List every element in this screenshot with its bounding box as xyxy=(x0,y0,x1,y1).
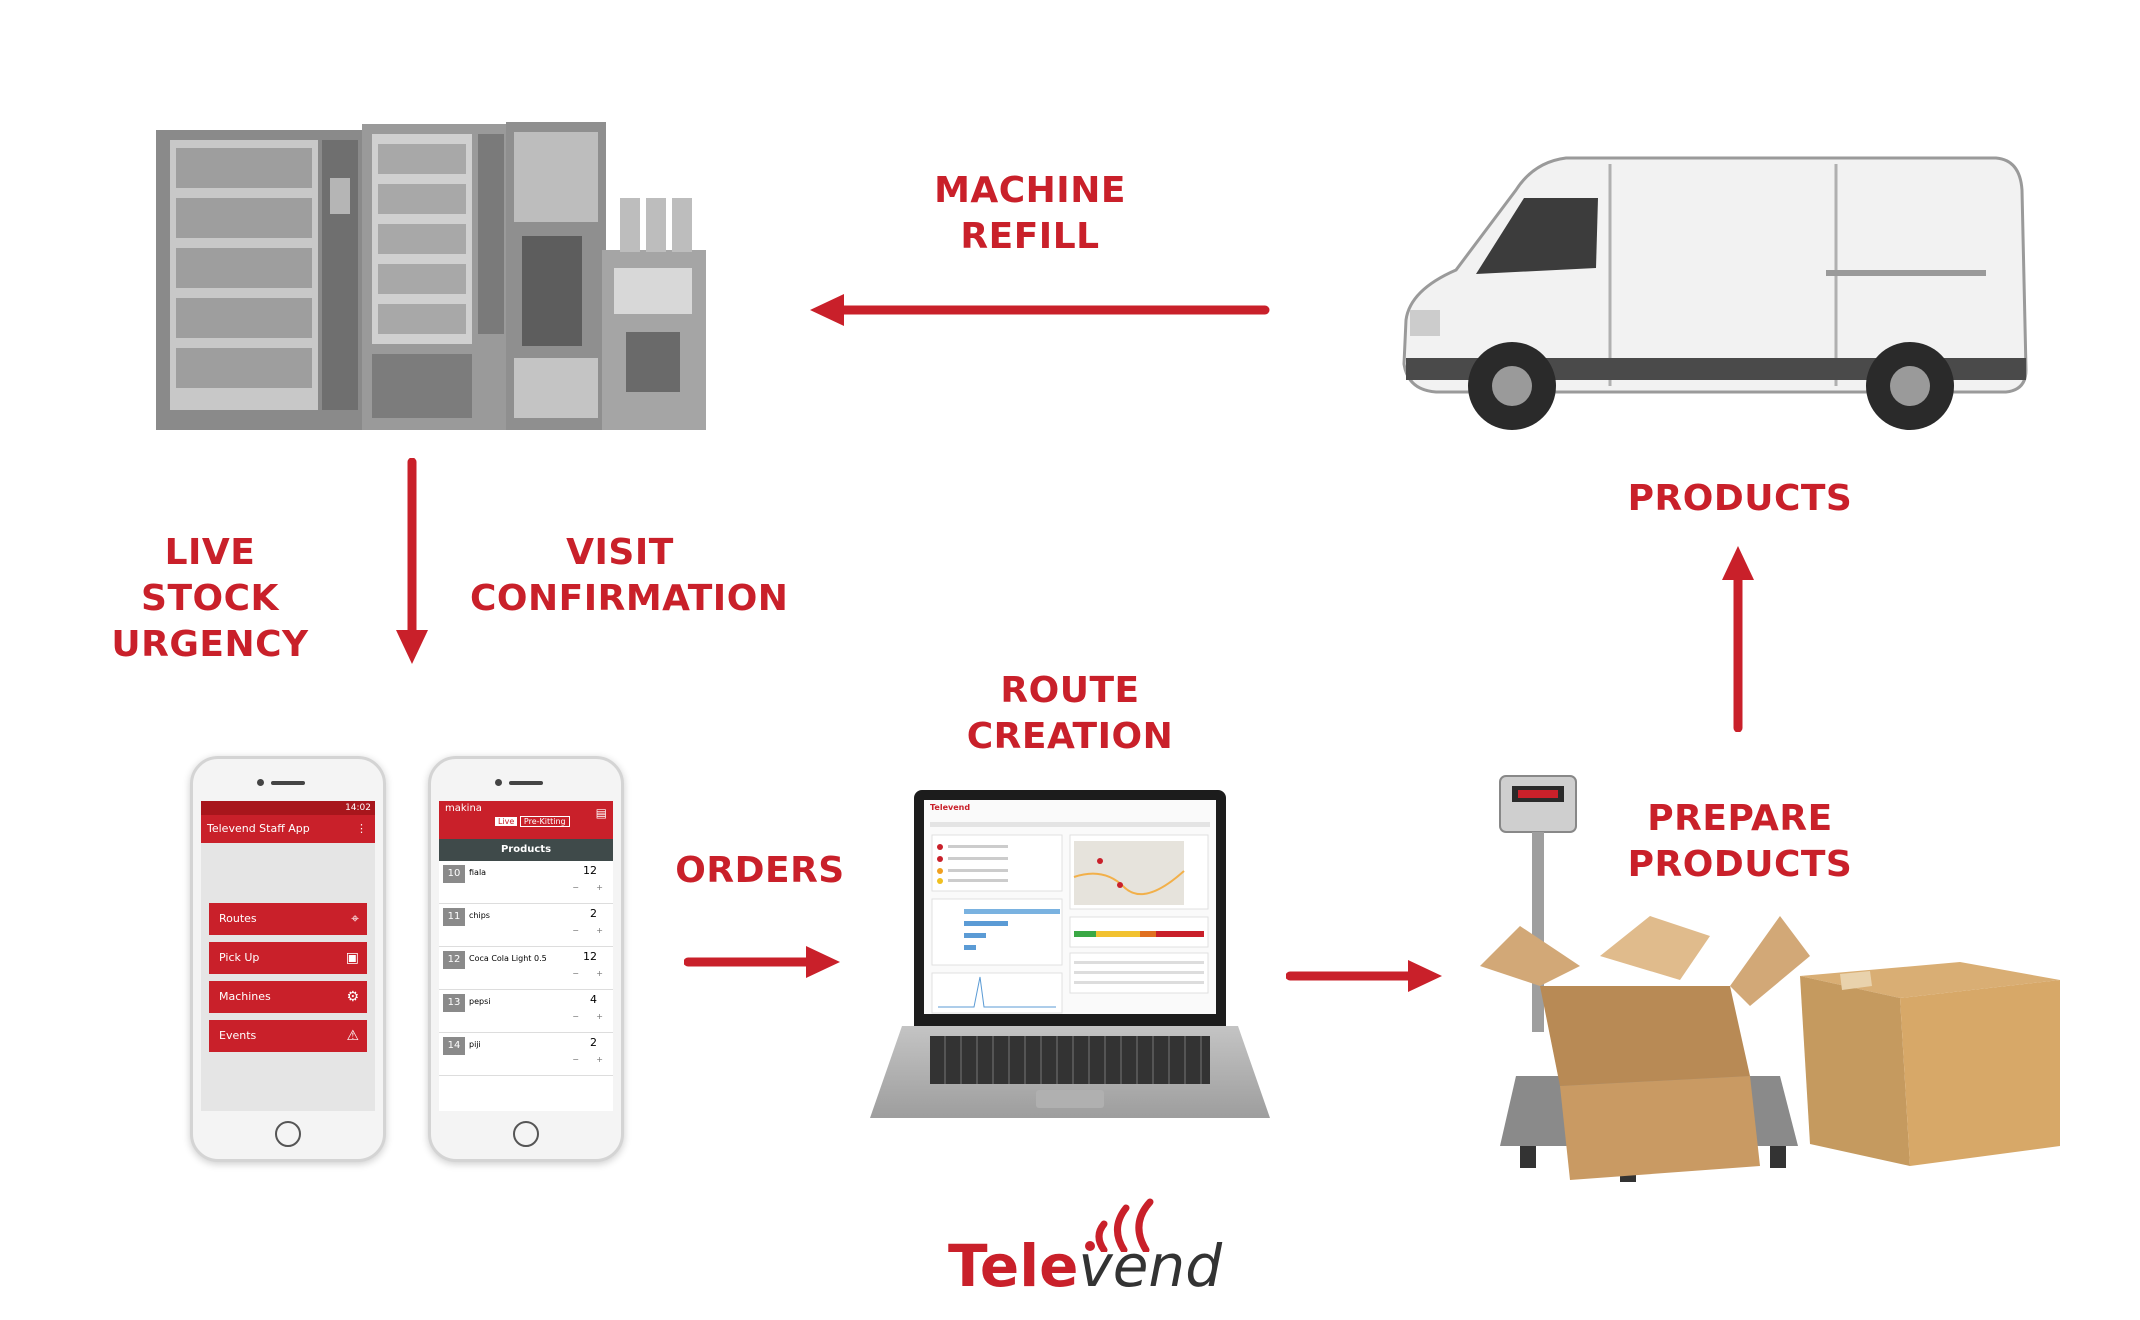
menu-events-button[interactable]: Events ⚠ xyxy=(209,1020,367,1052)
label-products: PRODUCTS xyxy=(1627,478,1853,519)
home-button[interactable] xyxy=(513,1121,539,1147)
app-bar: makina Live Pre-Kitting ▤ xyxy=(439,801,613,839)
televend-logo: Televend xyxy=(948,1234,1222,1298)
phone-camera xyxy=(495,779,502,786)
arrow-machine-refill xyxy=(810,294,1270,326)
phone-staff-app: 14:02 Televend Staff App ⋮ Routes ⌖ Pick… xyxy=(190,756,386,1162)
phone-speaker xyxy=(509,781,543,785)
gears-icon: ⚙ xyxy=(346,989,359,1005)
slot-number: 11 xyxy=(443,908,465,926)
toggle-live[interactable]: Live xyxy=(495,817,518,826)
arrow-up-products xyxy=(1722,546,1754,732)
product-row[interactable]: 11 chips 2 − + xyxy=(439,904,613,947)
arrow-prepare xyxy=(1286,960,1442,992)
phone-screen: 14:02 Televend Staff App ⋮ Routes ⌖ Pick… xyxy=(201,801,375,1111)
slot-number: 10 xyxy=(443,865,465,883)
slot-number: 12 xyxy=(443,951,465,969)
minus-icon[interactable]: − xyxy=(572,926,579,935)
phone-camera xyxy=(257,779,264,786)
warning-icon: ⚠ xyxy=(346,1028,359,1044)
label-prepare-products: PREPARE PRODUCTS xyxy=(1627,798,1853,885)
menu-machines-button[interactable]: Machines ⚙ xyxy=(209,981,367,1013)
delivery-van-image xyxy=(1402,156,2028,430)
status-bar: 14:02 xyxy=(201,801,375,815)
logo-text-bold: Tele xyxy=(948,1232,1079,1300)
map-pin-icon: ⌖ xyxy=(351,911,359,927)
menu-routes-button[interactable]: Routes ⌖ xyxy=(209,903,367,935)
plus-icon[interactable]: + xyxy=(596,883,603,892)
scale-and-boxes-image xyxy=(1480,775,2060,1182)
product-name: piji xyxy=(469,1040,481,1049)
app-title: Televend Staff App xyxy=(207,822,310,835)
laptop-lid: Televend xyxy=(914,790,1226,1026)
status-time: 14:02 xyxy=(345,803,371,813)
laptop-base xyxy=(870,1026,1270,1118)
menu-pickup-button[interactable]: Pick Up ▣ xyxy=(209,942,367,974)
minus-icon[interactable]: − xyxy=(572,969,579,978)
product-name: fiala xyxy=(469,868,487,877)
gift-box-icon: ▣ xyxy=(345,950,359,966)
product-name: pepsi xyxy=(469,997,491,1006)
phone-products: makina Live Pre-Kitting ▤ Products 10 fia… xyxy=(428,756,624,1162)
dashboard-nav xyxy=(930,822,1210,827)
label-machine-refill: MACHINE REFILL xyxy=(934,170,1126,257)
dashboard-brand: Televend xyxy=(930,803,971,812)
dashboard-header: Televend xyxy=(924,800,1216,822)
laptop-dashboard: Televend xyxy=(870,790,1270,1130)
product-qty: 2 xyxy=(590,1036,597,1049)
product-row[interactable]: 10 fiala 12− + xyxy=(439,861,613,904)
product-name: Coca Cola Light 0.5 xyxy=(469,954,547,963)
save-icon[interactable]: ▤ xyxy=(595,806,607,820)
minus-icon[interactable]: − xyxy=(572,1012,579,1021)
phone-screen: makina Live Pre-Kitting ▤ Products 10 fia… xyxy=(439,801,613,1111)
arrow-down-live-stock xyxy=(396,458,428,664)
product-qty: 4 xyxy=(590,993,597,1006)
dashboard-widgets xyxy=(931,834,1209,1014)
product-name: chips xyxy=(469,911,490,920)
plus-icon[interactable]: + xyxy=(596,926,603,935)
laptop-screen: Televend xyxy=(924,800,1216,1014)
plus-icon[interactable]: + xyxy=(596,969,603,978)
app-bar: Televend Staff App ⋮ xyxy=(201,815,375,843)
laptop-keyboard xyxy=(930,1036,1210,1084)
vending-machines-image xyxy=(156,122,706,430)
home-button[interactable] xyxy=(275,1121,301,1147)
phone-speaker xyxy=(271,781,305,785)
toggle-prekitting[interactable]: Pre-Kitting xyxy=(519,816,570,827)
product-qty: 12 xyxy=(583,950,597,963)
laptop-touchpad xyxy=(1036,1090,1104,1108)
label-visit-confirmation: VISIT CONFIRMATION xyxy=(470,532,789,619)
slot-number: 13 xyxy=(443,994,465,1012)
plus-icon[interactable]: + xyxy=(596,1012,603,1021)
slot-number: 14 xyxy=(443,1037,465,1055)
product-row[interactable]: 13 pepsi 4 − + xyxy=(439,990,613,1033)
label-live-stock-urgency: LIVE STOCK URGENCY xyxy=(111,532,309,665)
product-qty: 2 xyxy=(590,907,597,920)
arrow-orders xyxy=(684,946,840,978)
overflow-menu-icon[interactable]: ⋮ xyxy=(356,822,367,835)
signal-waves-icon xyxy=(1085,1198,1154,1252)
label-orders: ORDERS xyxy=(675,850,845,891)
label-route-creation: ROUTE CREATION xyxy=(966,670,1174,757)
section-header: Products xyxy=(439,839,613,861)
minus-icon[interactable]: − xyxy=(572,1055,579,1064)
logo-text-light: vend xyxy=(1078,1232,1223,1300)
minus-icon[interactable]: − xyxy=(572,883,579,892)
product-qty: 12 xyxy=(583,864,597,877)
product-row[interactable]: 14 piji 2 − + xyxy=(439,1033,613,1076)
screen-title: makina xyxy=(445,803,482,814)
plus-icon[interactable]: + xyxy=(596,1055,603,1064)
